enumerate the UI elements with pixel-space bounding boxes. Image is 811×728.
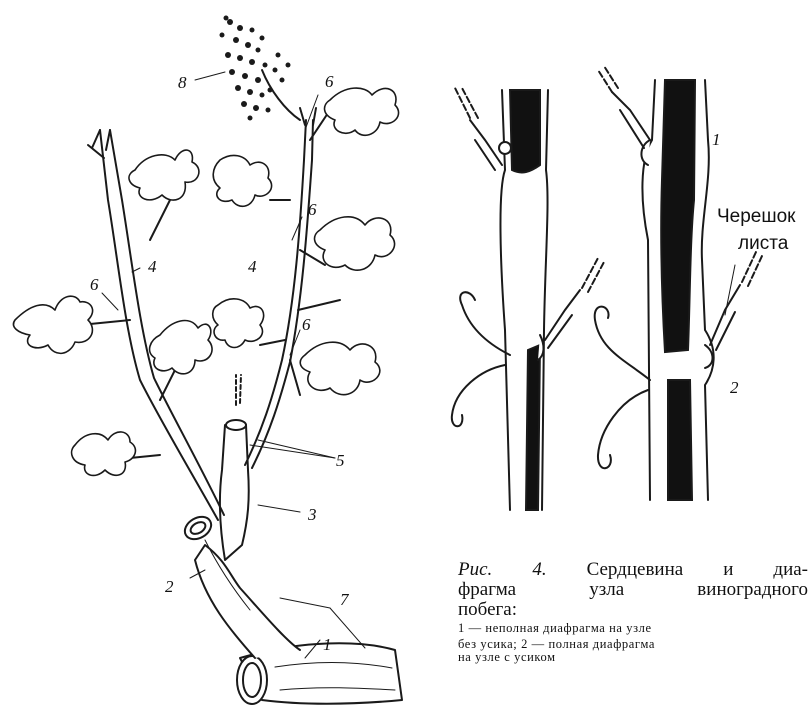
- label-6-upper: 6: [308, 200, 317, 219]
- caption-body-1: 1 — неполная диафрагма на узле: [458, 622, 808, 636]
- label-3: 3: [307, 505, 317, 524]
- label-6-left: 6: [90, 275, 99, 294]
- caption-line-1: Рис. 4. Сердцевина и диа-: [458, 560, 808, 580]
- label-5: 5: [336, 451, 345, 470]
- node-section-2: [595, 66, 762, 500]
- label-petiole-1: Черешок: [717, 206, 796, 227]
- label-4-right: 4: [248, 257, 257, 276]
- caption-line-2: фрагма узла виноградного: [458, 580, 808, 600]
- figure-caption: Рис. 4. Сердцевина и диа- фрагма узла ви…: [458, 560, 808, 664]
- label-node-2: 2: [730, 378, 739, 397]
- node-labels: 1 2 Черешок листа: [712, 130, 796, 397]
- label-petiole-2: листа: [738, 233, 789, 254]
- label-4-left: 4: [148, 257, 157, 276]
- caption-title-1: Сердцевина и диа-: [587, 559, 808, 580]
- caption-ref: Рис. 4.: [458, 559, 547, 580]
- caption-body-2: без усика; 2 — полная диафрагма: [458, 638, 808, 652]
- caption-body-3: на узле с усиком: [458, 651, 808, 664]
- label-node-1: 1: [712, 130, 721, 149]
- label-7: 7: [340, 590, 350, 609]
- label-6-lower: 6: [302, 315, 311, 334]
- label-2: 2: [165, 577, 174, 596]
- caption-line-3: побега:: [458, 600, 808, 620]
- label-6-top: 6: [325, 72, 334, 91]
- label-8: 8: [178, 73, 187, 92]
- label-1: 1: [323, 635, 332, 654]
- node-section-1: [452, 88, 604, 510]
